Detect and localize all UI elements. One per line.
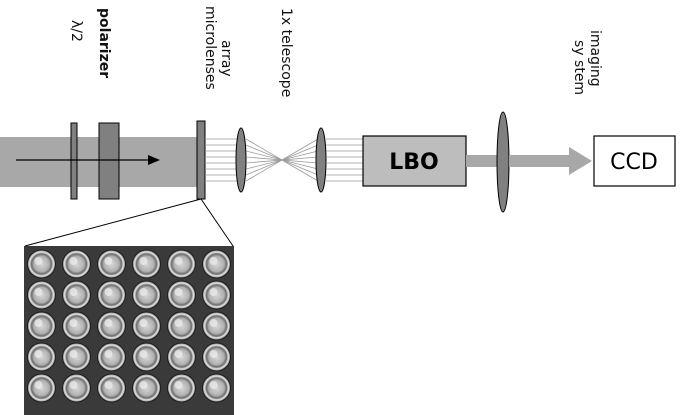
lenslet-highlight [34, 288, 43, 296]
label-lambda-half: λ/2 [68, 20, 84, 42]
lambda-half-label: λ/2 [68, 20, 84, 42]
lenslet [97, 311, 126, 341]
lenslet [62, 342, 91, 372]
lbo-label: LBO [389, 150, 439, 175]
lenslet [167, 249, 196, 279]
ccd-label: CCD [610, 150, 658, 175]
lenslet [132, 373, 161, 403]
lenslet [97, 280, 126, 310]
lenslet [62, 311, 91, 341]
lenslet-highlight [34, 381, 43, 389]
microlens-array-inset [24, 246, 234, 415]
lenslet [202, 373, 231, 403]
lenslet [62, 373, 91, 403]
zoom-line-right [200, 198, 234, 247]
beamlets-parallel-out [326, 138, 363, 182]
lenslet-highlight [209, 288, 218, 296]
lenslet-highlight [104, 350, 113, 358]
lenslet [202, 311, 231, 341]
polarizer-label: polarizer [96, 8, 112, 78]
lenslet [62, 249, 91, 279]
microlens-array-optic [196, 120, 206, 200]
lenslet [167, 373, 196, 403]
lenslet-highlight [139, 257, 148, 265]
lenslet-highlight [139, 288, 148, 296]
imaging-label-line2: sy stem [571, 40, 587, 95]
telescope-label: 1x telescope [278, 8, 294, 97]
lenslet-highlight [209, 257, 218, 265]
zoom-line-left [24, 198, 202, 247]
lenslet-highlight [209, 319, 218, 327]
label-telescope: 1x telescope [278, 8, 294, 97]
lenslet [27, 311, 56, 341]
lenslet [167, 311, 196, 341]
lenslet [27, 280, 56, 310]
imaging-label-line1: imaging [587, 30, 603, 87]
lenslet-grid [27, 249, 231, 403]
lenslet-highlight [139, 319, 148, 327]
lenslet [132, 342, 161, 372]
lenslet [27, 373, 56, 403]
lenslet-highlight [69, 257, 78, 265]
beamlets-parallel-in [205, 138, 240, 182]
lenslet-highlight [34, 350, 43, 358]
lenslet-highlight [69, 319, 78, 327]
lenslet-highlight [69, 288, 78, 296]
lenslet-highlight [174, 381, 183, 389]
lenslet-highlight [34, 257, 43, 265]
polarizer-optic [98, 122, 120, 200]
lenslet-highlight [104, 319, 113, 327]
lenslet [132, 280, 161, 310]
lenslet [132, 249, 161, 279]
ccd-detector [593, 135, 676, 187]
label-imaging-system: imaging sy stem [571, 30, 603, 95]
lenslet [202, 249, 231, 279]
lenslet-highlight [174, 350, 183, 358]
inset-background [24, 246, 234, 415]
beamlets-focusing [245, 138, 319, 182]
microlenses-label-line1: microlenses [202, 6, 218, 90]
lenslet-highlight [34, 319, 43, 327]
lenslet [97, 373, 126, 403]
lenslet-highlight [209, 381, 218, 389]
telescope-lens-2 [315, 127, 327, 193]
output-beam-arrowhead [569, 147, 592, 175]
lenslet-highlight [104, 288, 113, 296]
lenslet-highlight [139, 381, 148, 389]
output-beam-2 [509, 155, 571, 167]
lenslet [167, 342, 196, 372]
lenslet-highlight [174, 257, 183, 265]
lenslet [132, 311, 161, 341]
lenslet [202, 280, 231, 310]
propagation-arrow-head [148, 155, 160, 165]
output-beam-1 [466, 155, 502, 167]
lenslet [202, 342, 231, 372]
lenslet [97, 249, 126, 279]
label-polarizer: polarizer [96, 8, 112, 78]
lenslet [167, 280, 196, 310]
telescope-lens-1 [235, 127, 247, 193]
lenslet [27, 249, 56, 279]
imaging-lens [496, 111, 510, 213]
lenslet-highlight [174, 319, 183, 327]
label-microlenses: microlenses array [202, 6, 234, 90]
lenslet-highlight [69, 350, 78, 358]
lenslet [97, 342, 126, 372]
lenslet [27, 342, 56, 372]
lenslet-highlight [174, 288, 183, 296]
lenslet-highlight [104, 257, 113, 265]
microlenses-label-line2: array [218, 40, 234, 77]
lenslet-highlight [139, 350, 148, 358]
lenslet-highlight [69, 381, 78, 389]
waveplate-optic [70, 122, 78, 200]
lenslet [62, 280, 91, 310]
lenslet-highlight [209, 350, 218, 358]
lenslet-highlight [104, 381, 113, 389]
